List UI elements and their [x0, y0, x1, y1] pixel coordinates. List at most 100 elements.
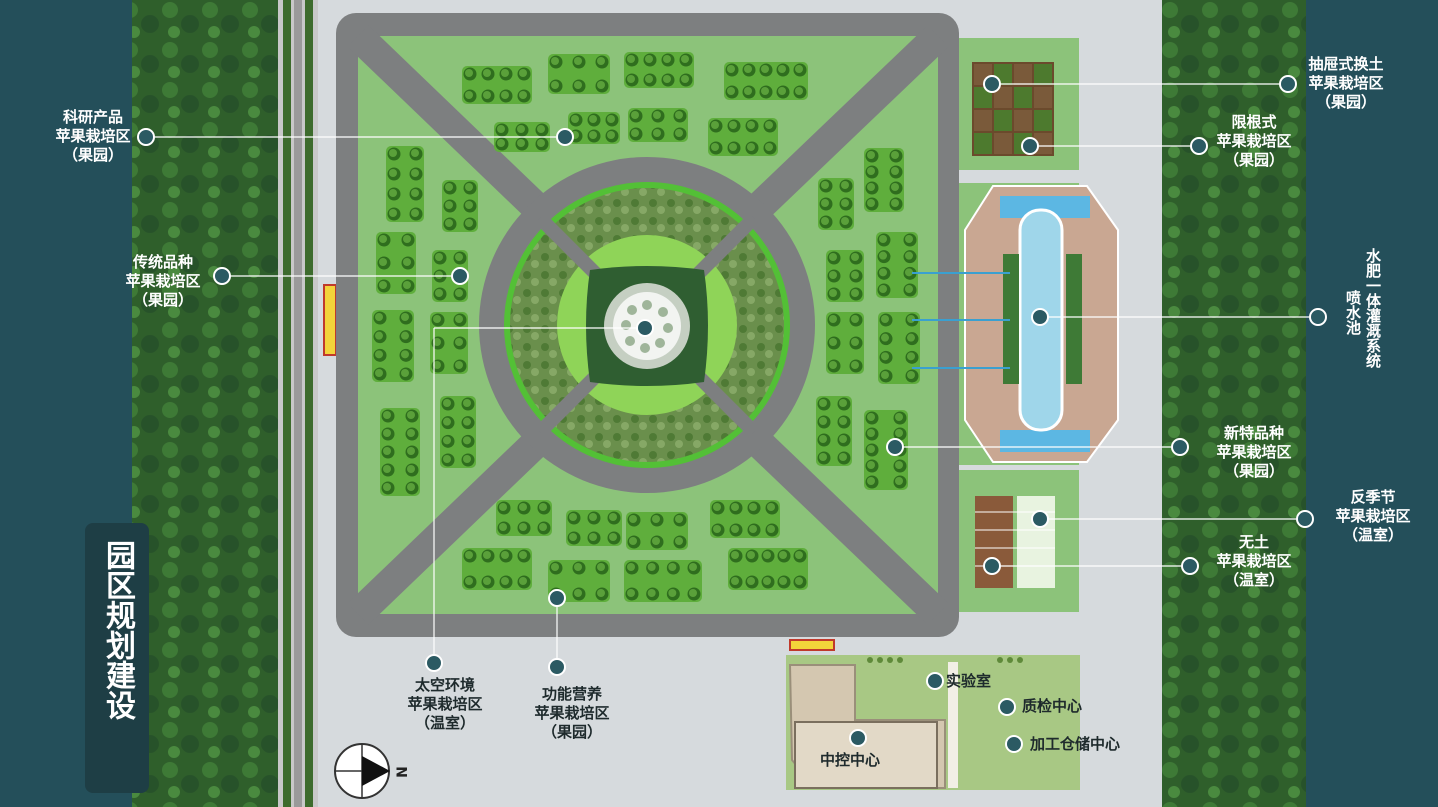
- apple-tree: [499, 575, 513, 589]
- orchard-block: [864, 148, 904, 212]
- new-variety-block-marker[interactable]: [886, 438, 904, 456]
- apple-tree: [595, 587, 609, 601]
- root-marker[interactable]: [1190, 137, 1208, 155]
- label-line: 新特品种: [1223, 424, 1284, 442]
- space-marker[interactable]: [425, 654, 443, 672]
- storage-marker[interactable]: [1005, 735, 1023, 753]
- off-season-marker[interactable]: [1296, 510, 1314, 528]
- functional-block-marker[interactable]: [548, 589, 566, 607]
- apple-tree: [605, 129, 619, 143]
- apple-tree: [441, 416, 455, 430]
- plot-cell: [974, 87, 992, 108]
- apple-tree: [903, 283, 917, 297]
- apple-tree: [409, 147, 423, 161]
- space-center-marker[interactable]: [636, 319, 654, 337]
- control-marker[interactable]: [849, 729, 867, 747]
- orchard-block: [386, 146, 424, 222]
- apple-tree: [679, 73, 693, 87]
- apple-tree: [587, 113, 601, 127]
- apple-tree: [745, 141, 759, 155]
- research-marker[interactable]: [137, 128, 155, 146]
- traditional-marker[interactable]: [213, 267, 231, 285]
- apple-tree: [776, 85, 790, 99]
- label-line: 抽屉式换土: [1308, 55, 1384, 73]
- drawer-plot-marker[interactable]: [983, 75, 1001, 93]
- apple-tree: [381, 427, 395, 441]
- new-variety-marker[interactable]: [1171, 438, 1189, 456]
- apple-tree: [549, 79, 563, 93]
- label-irrigation: 水肥一体灌溉系统: [1364, 248, 1382, 368]
- irrigation-marker[interactable]: [1309, 308, 1327, 326]
- apple-tree: [819, 179, 833, 193]
- apple-tree: [517, 575, 531, 589]
- orchard-block: [372, 310, 414, 382]
- apple-tree: [793, 63, 807, 77]
- apple-tree: [517, 89, 531, 103]
- traditional-block-marker[interactable]: [451, 267, 469, 285]
- apple-tree: [499, 89, 513, 103]
- qc-marker[interactable]: [998, 698, 1016, 716]
- orchard-block: [816, 396, 852, 466]
- apple-tree: [661, 73, 675, 87]
- apple-tree: [463, 549, 477, 563]
- apple-tree: [443, 199, 457, 213]
- soilless-marker[interactable]: [1181, 557, 1199, 575]
- label-line: （温室）: [414, 714, 475, 732]
- plot-cell: [1014, 87, 1032, 108]
- apple-tree: [877, 266, 891, 280]
- fountain-marker[interactable]: [1031, 308, 1049, 326]
- label-fountain: 喷水池: [1344, 290, 1362, 335]
- apple-tree: [817, 451, 831, 465]
- apple-tree: [517, 521, 531, 535]
- apple-tree: [889, 197, 903, 211]
- markers: [137, 75, 1327, 753]
- apple-tree: [905, 350, 919, 364]
- label-line: （果园）: [132, 291, 193, 309]
- orchard-block: [440, 396, 476, 468]
- apple-tree: [433, 251, 447, 265]
- apple-tree: [463, 67, 477, 81]
- orchard-tree-blocks: [372, 52, 920, 602]
- research-block-marker[interactable]: [556, 128, 574, 146]
- apple-tree: [819, 215, 833, 229]
- label-drawer: 抽屉式换土 苹果栽培区 （果园）: [1296, 55, 1396, 112]
- apple-tree: [879, 313, 893, 327]
- apple-tree: [607, 511, 621, 525]
- apple-tree: [463, 217, 477, 231]
- apple-tree: [381, 463, 395, 477]
- apple-tree: [572, 79, 586, 93]
- functional-marker[interactable]: [548, 658, 566, 676]
- apple-tree: [627, 513, 641, 527]
- apple-tree: [443, 217, 457, 231]
- apple-tree: [373, 330, 387, 344]
- apple-tree: [405, 427, 419, 441]
- drawer-marker[interactable]: [1279, 75, 1297, 93]
- apple-tree: [729, 549, 743, 563]
- apple-tree: [865, 427, 879, 441]
- title-panel: [85, 523, 149, 793]
- orchard-block: [548, 560, 610, 602]
- label-line: 苹果栽培区: [1216, 552, 1292, 570]
- orchard-block: [628, 108, 688, 142]
- apple-tree: [905, 332, 919, 346]
- apple-tree: [865, 459, 879, 473]
- right-forest: [1162, 0, 1306, 807]
- apple-tree: [499, 549, 513, 563]
- label-line: （果园）: [62, 146, 123, 164]
- apple-tree: [377, 233, 391, 247]
- apple-tree: [387, 147, 401, 161]
- apple-tree: [877, 283, 891, 297]
- apple-tree: [865, 475, 879, 489]
- apple-tree: [849, 359, 863, 373]
- apple-tree: [893, 475, 907, 489]
- soilless-plot-marker[interactable]: [983, 557, 1001, 575]
- label-control: 中控中心: [820, 751, 881, 769]
- root-plot-marker[interactable]: [1021, 137, 1039, 155]
- apple-tree: [441, 434, 455, 448]
- apple-tree: [865, 443, 879, 457]
- apple-tree: [481, 89, 495, 103]
- label-storage: 加工仓储中心: [1030, 735, 1121, 753]
- lab-marker[interactable]: [926, 672, 944, 690]
- apple-tree: [747, 523, 761, 537]
- off-season-plot-marker[interactable]: [1031, 510, 1049, 528]
